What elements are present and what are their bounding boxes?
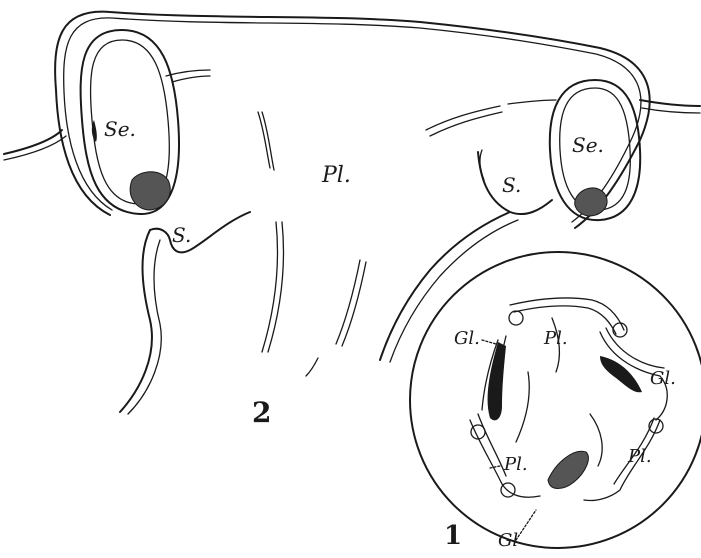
- label-pl-fig2: Pl.: [321, 163, 351, 188]
- label-s-right: S.: [502, 173, 521, 197]
- label-s-left: S.: [172, 223, 191, 247]
- figure-number-1: 1: [444, 521, 462, 551]
- label-pl-left: Pl.: [503, 454, 528, 475]
- figure-number-2: 2: [252, 396, 271, 429]
- label-gl-bottom: Gl: [498, 530, 518, 551]
- chloroplast-body: [488, 342, 506, 420]
- label-se-left: Se.: [104, 117, 136, 141]
- label-pl-top: Pl.: [543, 328, 568, 349]
- label-gl-top-left: Gl.: [454, 328, 480, 349]
- label-gl-right: Gl.: [650, 368, 676, 389]
- label-se-right: Se.: [572, 133, 604, 157]
- chloroplast-body: [548, 451, 588, 488]
- figure-1: [410, 252, 701, 548]
- companion-cell-left: [150, 212, 250, 252]
- label-pl-right: Pl.: [627, 446, 652, 467]
- figure-2: [4, 12, 700, 414]
- figure-1-outline: [410, 252, 701, 548]
- chloroplast-body: [600, 356, 642, 392]
